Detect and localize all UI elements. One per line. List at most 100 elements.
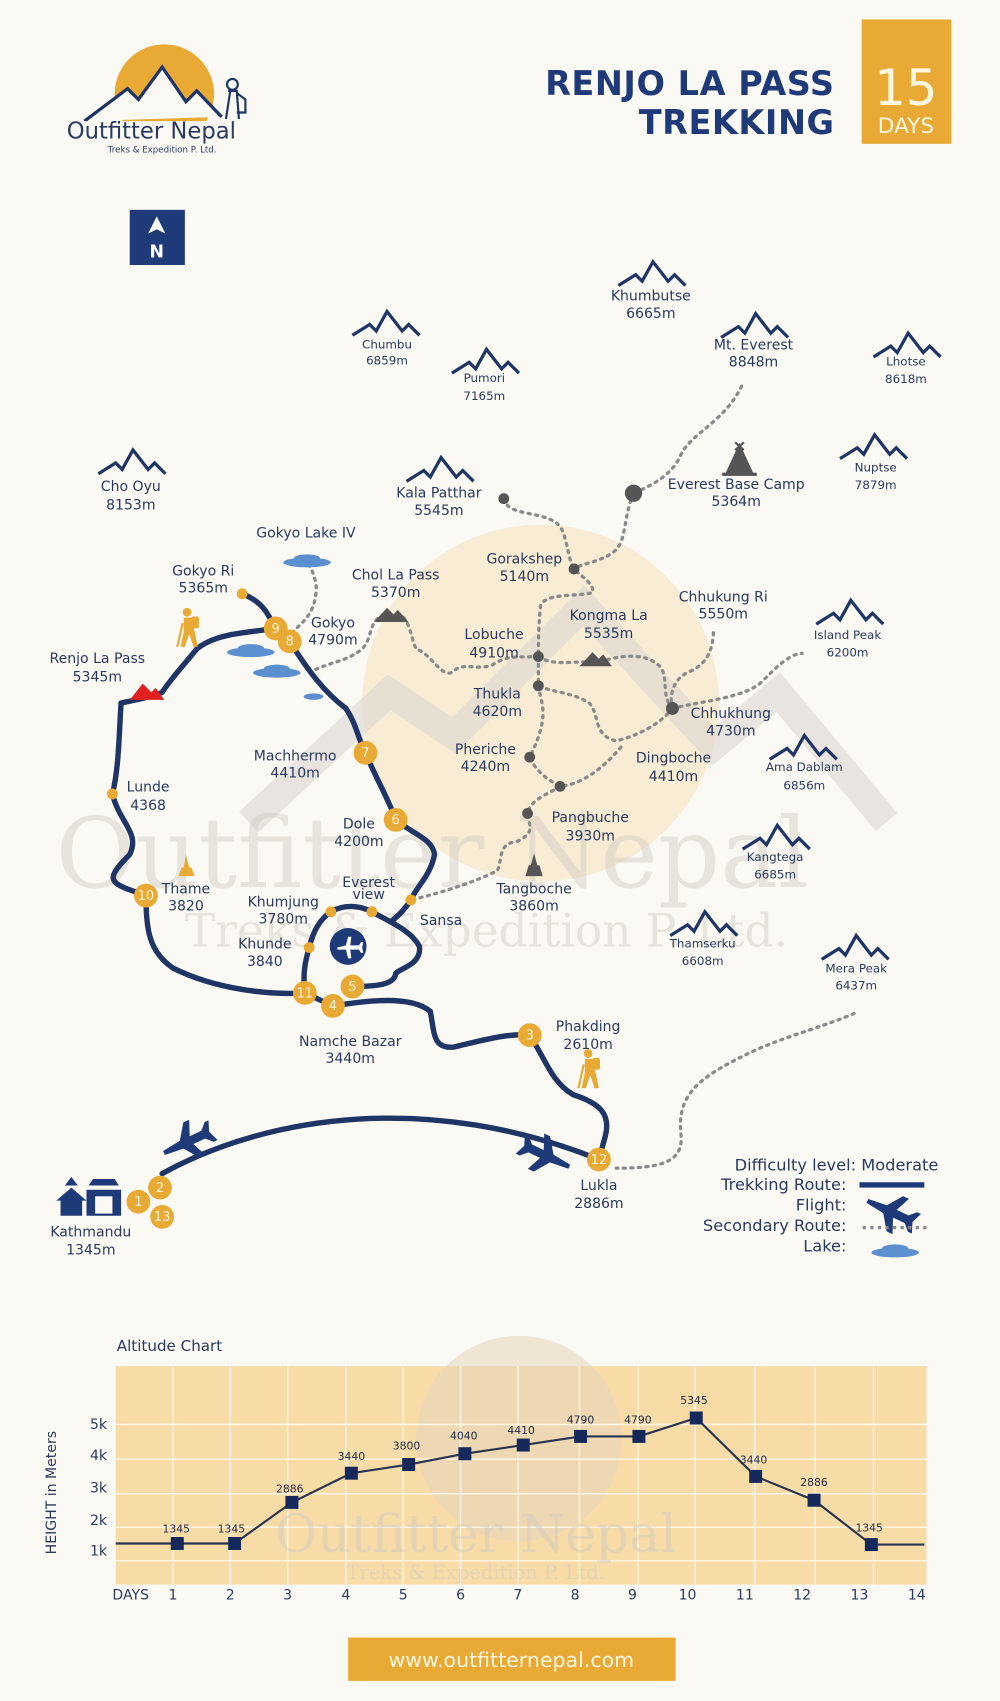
svg-text:Gokyo Ri: Gokyo Ri bbox=[172, 563, 234, 579]
chart-ylabel: HEIGHT in Meters bbox=[44, 1431, 60, 1554]
svg-text:3440m: 3440m bbox=[326, 1051, 375, 1067]
airport-icon bbox=[329, 928, 367, 965]
svg-text:3820: 3820 bbox=[168, 899, 204, 915]
svg-text:12: 12 bbox=[591, 1153, 608, 1168]
secondary-routes bbox=[290, 384, 856, 1170]
svg-text:3: 3 bbox=[283, 1588, 292, 1604]
svg-text:Everest Base Camp: Everest Base Camp bbox=[668, 477, 805, 493]
title-line-2: TREKKING bbox=[639, 103, 835, 142]
stop-8: 8 bbox=[277, 629, 302, 654]
svg-text:7: 7 bbox=[513, 1588, 522, 1604]
days-badge: 15 DAYS bbox=[861, 19, 952, 144]
stop-12: 12 bbox=[587, 1147, 611, 1172]
svg-text:2: 2 bbox=[226, 1588, 235, 1604]
svg-text:13: 13 bbox=[154, 1210, 171, 1225]
brand-name: Outfitter Nepal bbox=[67, 118, 236, 144]
svg-text:5364m: 5364m bbox=[712, 494, 761, 510]
peak-cho-oyu: Cho Oyu 8153m bbox=[96, 448, 168, 513]
svg-text:Sansa: Sansa bbox=[420, 913, 462, 929]
map-legend: Difficulty level: Moderate Trekking Rout… bbox=[703, 1155, 939, 1258]
website-banner[interactable]: www.outfitternepal.com bbox=[348, 1637, 676, 1681]
svg-text:11: 11 bbox=[736, 1588, 754, 1604]
hiker-icon bbox=[577, 1048, 602, 1090]
stop-2: 2 bbox=[148, 1175, 172, 1200]
svg-text:3840: 3840 bbox=[247, 954, 283, 970]
svg-text:6: 6 bbox=[392, 813, 400, 828]
svg-text:Khumbutse: Khumbutse bbox=[611, 289, 691, 305]
stop-11: 11 bbox=[292, 981, 317, 1005]
svg-text:4240m: 4240m bbox=[461, 759, 510, 775]
hiker-icon bbox=[176, 606, 201, 648]
renjo-pass-icon bbox=[129, 683, 165, 700]
stupa-icon-thame bbox=[178, 854, 195, 877]
svg-text:6859m: 6859m bbox=[366, 354, 408, 368]
svg-text:5: 5 bbox=[399, 1588, 408, 1604]
days-label: DAYS bbox=[878, 114, 934, 139]
legend-route-swatch bbox=[859, 1182, 925, 1188]
stop-13: 13 bbox=[150, 1204, 175, 1229]
svg-text:5370m: 5370m bbox=[371, 585, 420, 601]
svg-text:6437m: 6437m bbox=[835, 979, 877, 993]
svg-text:4620m: 4620m bbox=[473, 704, 522, 720]
route-waypoints bbox=[107, 588, 417, 953]
svg-text:5140m: 5140m bbox=[500, 569, 549, 585]
stop-7: 7 bbox=[353, 740, 378, 765]
svg-text:10: 10 bbox=[679, 1588, 697, 1604]
svg-text:Mt. Everest: Mt. Everest bbox=[714, 337, 794, 353]
svg-text:2886: 2886 bbox=[800, 1476, 828, 1489]
svg-text:7: 7 bbox=[361, 746, 369, 761]
svg-text:8: 8 bbox=[286, 635, 294, 650]
svg-text:3k: 3k bbox=[90, 1481, 108, 1497]
day-stops: 1 2 3 4 5 6 7 9 8 10 11 12 13 bbox=[126, 616, 611, 1229]
svg-text:Everest: Everest bbox=[342, 875, 395, 891]
svg-text:Treks & Expedition P. Ltd.: Treks & Expedition P. Ltd. bbox=[347, 1561, 605, 1584]
svg-text:Dingboche: Dingboche bbox=[636, 751, 711, 767]
svg-text:Pheriche: Pheriche bbox=[455, 742, 516, 758]
svg-text:4790m: 4790m bbox=[308, 633, 357, 649]
svg-text:10: 10 bbox=[138, 889, 155, 904]
svg-text:Chumbu: Chumbu bbox=[362, 337, 412, 351]
svg-text:Lhotse: Lhotse bbox=[886, 355, 926, 369]
svg-text:3: 3 bbox=[526, 1028, 534, 1043]
svg-text:Khunde: Khunde bbox=[238, 937, 291, 953]
svg-text:Lake:: Lake: bbox=[803, 1236, 846, 1255]
svg-text:2886m: 2886m bbox=[574, 1196, 623, 1212]
svg-text:5365m: 5365m bbox=[179, 581, 228, 597]
svg-text:9: 9 bbox=[628, 1588, 637, 1604]
svg-text:3930m: 3930m bbox=[566, 828, 615, 844]
brand-tagline: Treks & Expedition P. Ltd. bbox=[107, 146, 217, 156]
svg-text:8153m: 8153m bbox=[106, 497, 155, 513]
svg-text:Gokyo: Gokyo bbox=[311, 615, 355, 631]
svg-text:5550m: 5550m bbox=[699, 607, 748, 623]
hiker-icon bbox=[224, 77, 247, 120]
svg-text:7879m: 7879m bbox=[855, 478, 897, 492]
svg-text:2610m: 2610m bbox=[563, 1037, 612, 1053]
svg-text:2: 2 bbox=[156, 1181, 164, 1196]
svg-text:4k: 4k bbox=[90, 1448, 108, 1464]
svg-text:3860m: 3860m bbox=[509, 899, 558, 915]
svg-text:Machhermo: Machhermo bbox=[254, 748, 337, 764]
stop-1: 1 bbox=[126, 1189, 151, 1214]
svg-text:2886: 2886 bbox=[276, 1483, 304, 1496]
lakes bbox=[227, 554, 331, 700]
svg-text:Difficulty level: Moderate: Difficulty level: Moderate bbox=[735, 1155, 939, 1174]
svg-text:Thame: Thame bbox=[161, 881, 210, 897]
svg-text:5535m: 5535m bbox=[584, 626, 633, 642]
stop-5: 5 bbox=[340, 974, 365, 999]
svg-text:Thukla: Thukla bbox=[473, 687, 521, 703]
svg-text:5345: 5345 bbox=[680, 1394, 707, 1407]
svg-text:7165m: 7165m bbox=[463, 389, 505, 403]
north-arrow-icon bbox=[148, 216, 166, 234]
svg-text:Cho Oyu: Cho Oyu bbox=[101, 479, 161, 495]
svg-text:12: 12 bbox=[793, 1588, 811, 1604]
svg-text:Khumjung: Khumjung bbox=[248, 894, 319, 910]
stop-6: 6 bbox=[383, 807, 408, 832]
svg-text:4368: 4368 bbox=[130, 798, 166, 814]
svg-text:Trekking Route:: Trekking Route: bbox=[720, 1175, 846, 1194]
svg-text:Kala Patthar: Kala Patthar bbox=[396, 486, 481, 502]
